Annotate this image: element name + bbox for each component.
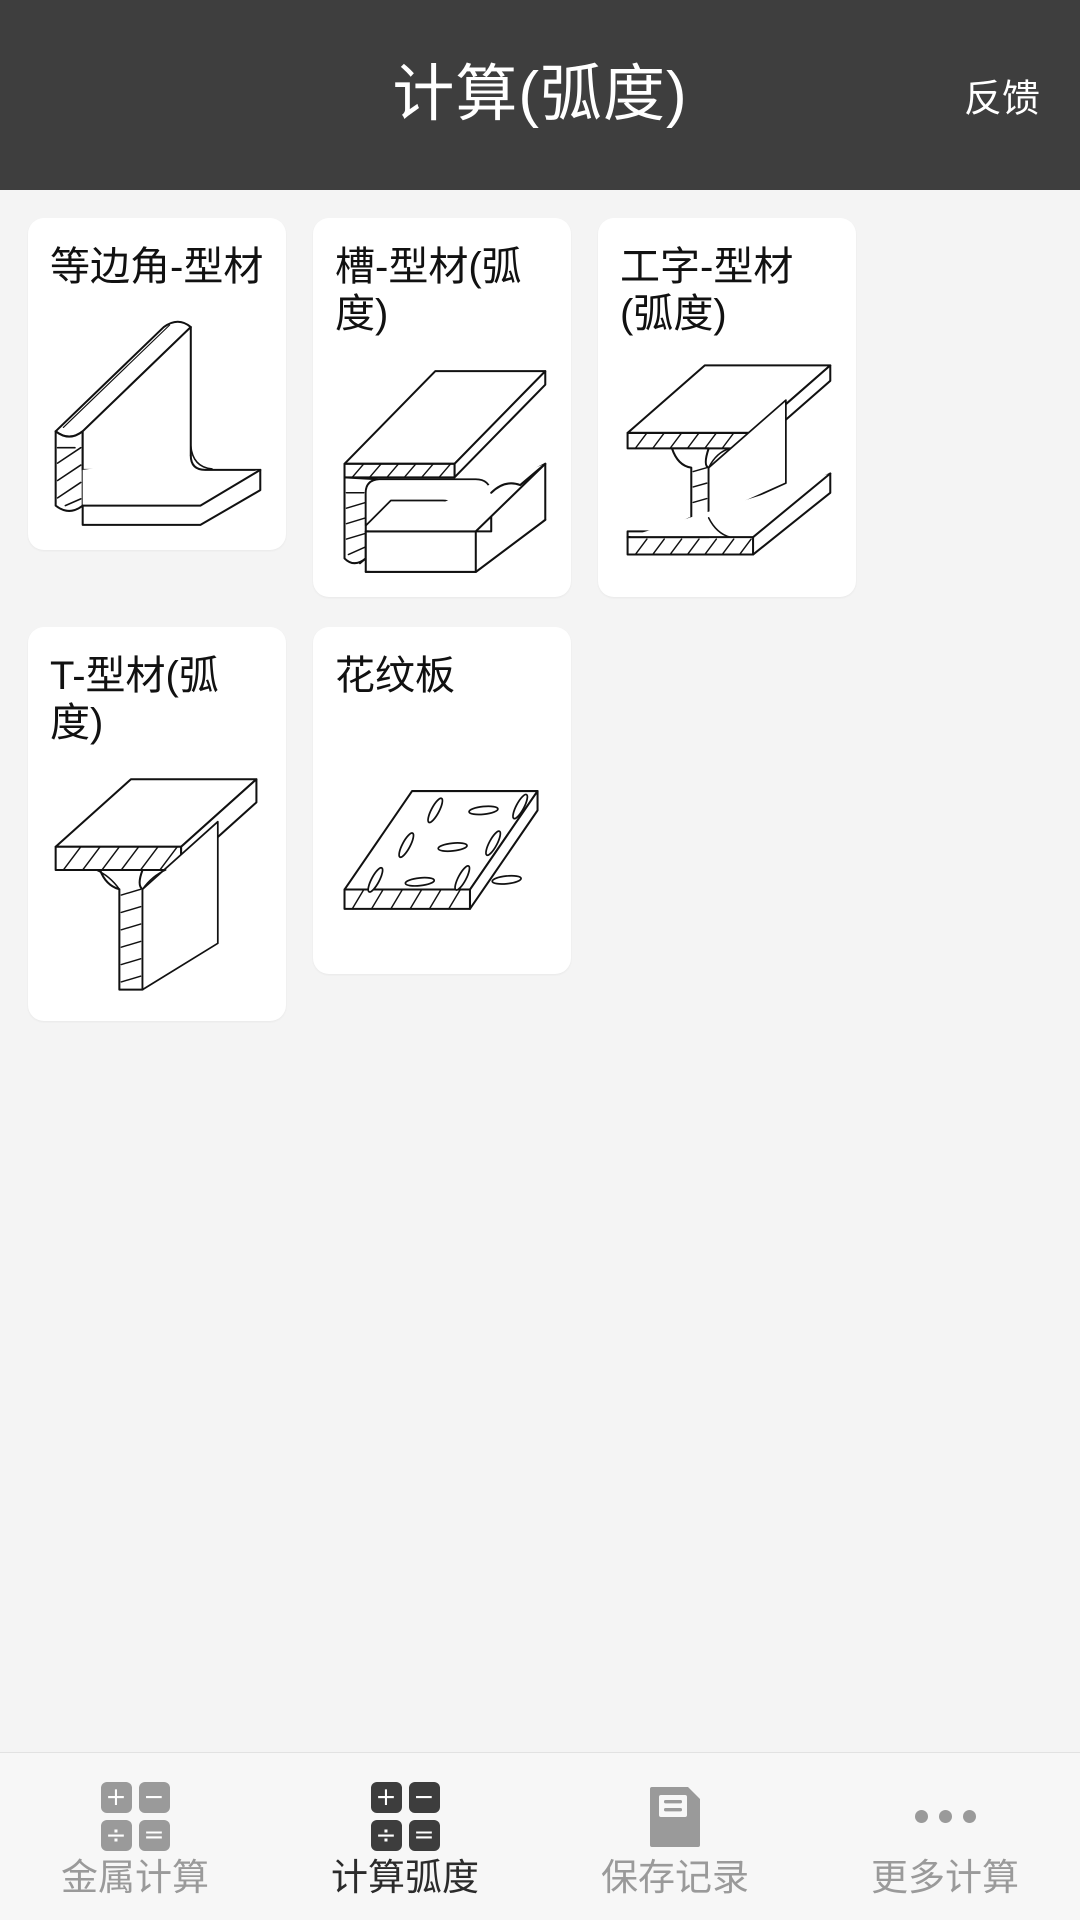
page-title: 计算(弧度) <box>392 60 688 129</box>
nav-item-arc-calc[interactable]: + − ÷ = 计算弧度 <box>270 1753 540 1920</box>
profile-card-equal-angle[interactable]: 等边角-型材 <box>28 218 286 550</box>
card-title: 槽-型材(弧度) <box>335 245 522 337</box>
app-header: 计算(弧度) 反馈 <box>0 0 1080 190</box>
card-title: 花纹板 <box>335 654 455 699</box>
equals-glyph: = <box>143 1819 165 1849</box>
card-title: T-型材(弧度) <box>50 654 219 746</box>
equal-angle-profile-drawing <box>46 301 268 528</box>
divide-glyph: ÷ <box>105 1819 127 1849</box>
dot-2 <box>938 1809 952 1823</box>
profile-card-t-beam[interactable]: T-型材(弧度) <box>28 627 286 1021</box>
t-beam-profile-drawing <box>46 758 268 999</box>
feedback-button[interactable]: 反馈 <box>963 78 1040 121</box>
divide-glyph: ÷ <box>375 1819 397 1849</box>
minus-glyph: − <box>413 1781 435 1811</box>
nav-item-more-calc[interactable]: 更多计算 <box>810 1753 1080 1920</box>
nav-label: 保存记录 <box>601 1857 749 1899</box>
nav-item-saved-records[interactable]: 保存记录 <box>540 1753 810 1920</box>
dot-1 <box>914 1809 928 1823</box>
checkered-plate-drawing <box>331 710 553 951</box>
equals-glyph: = <box>413 1819 435 1849</box>
profile-card-grid: 等边角-型材 <box>0 218 1080 1051</box>
bottom-navigation-bar: + − ÷ = 金属计算 + − ÷ = 计算弧度 <box>0 1752 1080 1920</box>
profile-type-list: 等边角-型材 <box>0 190 1080 1920</box>
nav-item-metal-calc[interactable]: + − ÷ = 金属计算 <box>0 1753 270 1920</box>
nav-label: 金属计算 <box>61 1857 209 1899</box>
plus-glyph: + <box>105 1781 127 1811</box>
card-title: 等边角-型材 <box>50 245 264 289</box>
profile-card-checkered-plate[interactable]: 花纹板 <box>313 627 571 974</box>
i-beam-profile-drawing <box>616 348 838 575</box>
nav-label: 更多计算 <box>871 1857 1019 1899</box>
more-dots-icon <box>914 1780 976 1852</box>
nav-label: 计算弧度 <box>331 1857 479 1899</box>
plus-glyph: + <box>375 1781 397 1811</box>
minus-glyph: − <box>143 1781 165 1811</box>
calculator-icon: + − ÷ = <box>370 1780 440 1852</box>
card-title: 工字-型材(弧度) <box>620 245 794 337</box>
save-document-icon <box>644 1780 706 1852</box>
calculator-icon: + − ÷ = <box>100 1780 170 1852</box>
profile-card-channel[interactable]: 槽-型材(弧度) <box>313 218 571 598</box>
channel-profile-drawing <box>331 348 553 575</box>
profile-card-i-beam[interactable]: 工字-型材(弧度) <box>598 218 856 598</box>
dot-3 <box>962 1809 976 1823</box>
